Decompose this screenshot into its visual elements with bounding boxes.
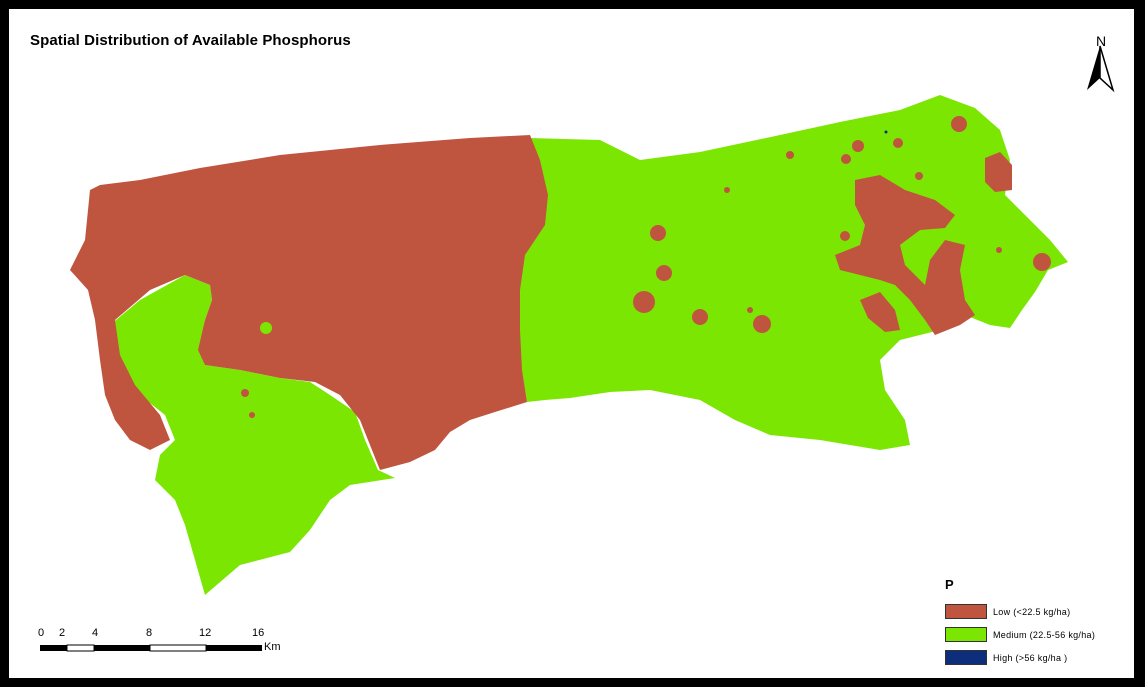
region-low-east (835, 175, 975, 335)
north-arrow-icon (1087, 45, 1115, 93)
low-spot (249, 412, 255, 418)
scale-tick-label: 2 (59, 627, 66, 639)
low-spot (656, 265, 672, 281)
low-spot (951, 116, 967, 132)
region-low-patch (985, 152, 1012, 192)
low-spot (241, 389, 249, 397)
low-spot (650, 225, 666, 241)
low-spot (633, 291, 655, 313)
legend-item-low: Low (<22.5 kg/ha) (945, 600, 1095, 623)
scale-unit: Km (264, 641, 281, 653)
low-spot (893, 138, 903, 148)
low-spot (840, 231, 850, 241)
high-spot (884, 130, 888, 134)
low-spot (753, 315, 771, 333)
legend-swatch-low (945, 604, 987, 619)
low-spot (747, 307, 753, 313)
legend-swatch-high (945, 650, 987, 665)
region-medium-west (110, 275, 395, 595)
north-label: N (1096, 33, 1107, 49)
low-spot (996, 247, 1002, 253)
scale-bar-graphic (40, 644, 262, 652)
low-spot (841, 154, 851, 164)
low-spot (915, 172, 923, 180)
scale-tick-label: 4 (92, 627, 99, 639)
region-low (70, 135, 548, 470)
medium-spot (260, 322, 272, 334)
legend-label-medium: Medium (22.5-56 kg/ha) (993, 629, 1096, 640)
scale-tick-label: 0 (38, 627, 45, 639)
legend-item-medium: Medium (22.5-56 kg/ha) (945, 623, 1095, 646)
low-spot (692, 309, 708, 325)
region-low-patch (860, 292, 900, 332)
scale-tick-label: 12 (199, 627, 212, 639)
low-spot (1033, 253, 1051, 271)
legend-item-high: High (>56 kg/ha ) (945, 646, 1095, 669)
scale-tick-label: 8 (146, 627, 153, 639)
low-spot (852, 140, 864, 152)
map-title: Spatial Distribution of Available Phosph… (30, 32, 351, 49)
low-spot (786, 151, 794, 159)
region-medium (515, 95, 1068, 450)
low-spot (724, 187, 730, 193)
legend-title: P (945, 577, 954, 592)
legend-swatch-medium (945, 627, 987, 642)
legend-label-high: High (>56 kg/ha ) (993, 652, 1068, 663)
legend-label-low: Low (<22.5 kg/ha) (993, 606, 1071, 617)
scale-tick-label: 16 (252, 627, 265, 639)
legend: P Low (<22.5 kg/ha) Medium (22.5-56 kg/h… (945, 577, 1095, 669)
